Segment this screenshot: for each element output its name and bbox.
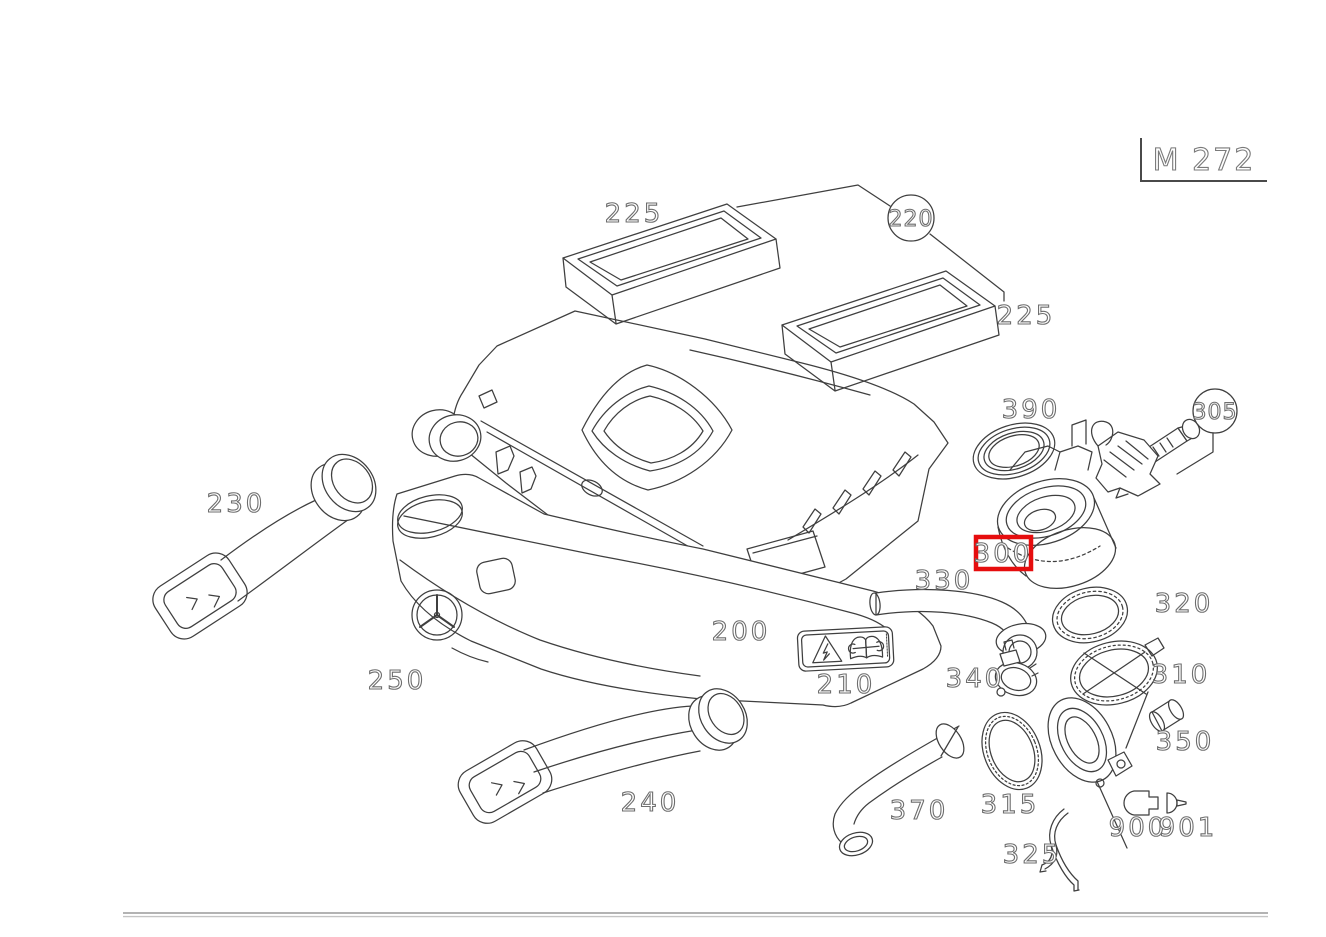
warning-label-drawing xyxy=(796,626,895,672)
air-filter-element-left-drawing xyxy=(562,203,781,325)
vent-hose-drawing xyxy=(832,723,965,857)
engine-code-box: M 272 xyxy=(1140,138,1267,182)
part-number-225: 225 xyxy=(605,199,664,229)
sensor-bracket-bolt-drawing xyxy=(1090,418,1201,499)
part-callout-350[interactable]: 350 xyxy=(1155,726,1215,757)
part-callout-210[interactable]: 210 xyxy=(816,669,876,700)
part-number-300: 300 xyxy=(974,539,1033,569)
retainer-clip-drawing xyxy=(1039,808,1080,892)
connector-901-drawing xyxy=(1166,792,1187,814)
part-callout-320[interactable]: 320 xyxy=(1154,588,1214,619)
throttle-body-drawing xyxy=(1047,637,1165,788)
part-callout-225-0[interactable]: 225 xyxy=(604,198,664,229)
part-number-240: 240 xyxy=(621,788,680,818)
part-number-230: 230 xyxy=(207,489,266,519)
part-callout-325[interactable]: 325 xyxy=(1002,839,1062,870)
part-callout-340[interactable]: 340 xyxy=(945,663,1005,694)
part-callout-330[interactable]: 330 xyxy=(914,565,974,596)
part-callout-901[interactable]: 901 xyxy=(1158,812,1218,843)
part-number-250: 250 xyxy=(368,666,427,696)
part-callout-250[interactable]: 250 xyxy=(367,665,427,696)
part-callout-315[interactable]: 315 xyxy=(980,789,1040,820)
part-number-225: 225 xyxy=(997,301,1056,331)
part-number-320: 320 xyxy=(1155,589,1214,619)
sealing-ring-390-drawing xyxy=(972,422,1056,480)
part-callout-225-2[interactable]: 225 xyxy=(996,300,1056,331)
part-callout-310[interactable]: 310 xyxy=(1151,659,1211,690)
part-callout-230[interactable]: 230 xyxy=(206,488,266,519)
connector-900-drawing xyxy=(1123,790,1159,816)
part-number-220: 220 xyxy=(889,207,934,232)
engine-code-label: M 272 xyxy=(1153,143,1256,178)
part-number-340: 340 xyxy=(946,664,1005,694)
part-number-350: 350 xyxy=(1156,727,1215,757)
part-number-210: 210 xyxy=(817,670,876,700)
part-number-325: 325 xyxy=(1003,840,1062,870)
part-callout-220[interactable]: 220 xyxy=(887,194,935,242)
intake-duct-right-drawing xyxy=(457,688,748,824)
footer-rule xyxy=(123,912,1268,918)
part-callout-390[interactable]: 390 xyxy=(1001,394,1061,425)
part-number-901: 901 xyxy=(1159,813,1218,843)
manual-wrench-icon xyxy=(847,635,885,660)
callout-circle-220 xyxy=(887,194,935,242)
part-number-390: 390 xyxy=(1002,395,1061,425)
hose-clamp-drawing xyxy=(994,639,1039,697)
intake-duct-left-drawing xyxy=(152,453,377,640)
part-callout-300[interactable]: 300 xyxy=(973,534,1034,572)
part-number-200: 200 xyxy=(712,617,771,647)
gasket-315-drawing xyxy=(981,711,1043,791)
part-callout-240[interactable]: 240 xyxy=(620,787,680,818)
part-number-900: 900 xyxy=(1109,813,1168,843)
air-filter-element-right-drawing xyxy=(781,270,1000,392)
mercedes-star-icon xyxy=(411,589,463,641)
part-number-310: 310 xyxy=(1152,660,1211,690)
roller-pin-350-drawing xyxy=(1148,699,1185,732)
sealing-ring-320-drawing xyxy=(1051,586,1129,644)
part-number-305: 305 xyxy=(1193,400,1238,425)
high-voltage-warning-icon xyxy=(812,635,843,664)
part-callout-305[interactable]: 305 xyxy=(1192,388,1238,434)
callout-circle-305 xyxy=(1192,388,1238,434)
part-callout-200[interactable]: 200 xyxy=(711,616,771,647)
part-number-370: 370 xyxy=(890,796,949,826)
part-callout-370[interactable]: 370 xyxy=(889,795,949,826)
part-number-330: 330 xyxy=(915,566,974,596)
maf-sensor-drawing xyxy=(996,419,1117,589)
part-callout-900[interactable]: 900 xyxy=(1108,812,1168,843)
part-number-315: 315 xyxy=(981,790,1040,820)
selected-part-highlight-box xyxy=(973,534,1034,572)
